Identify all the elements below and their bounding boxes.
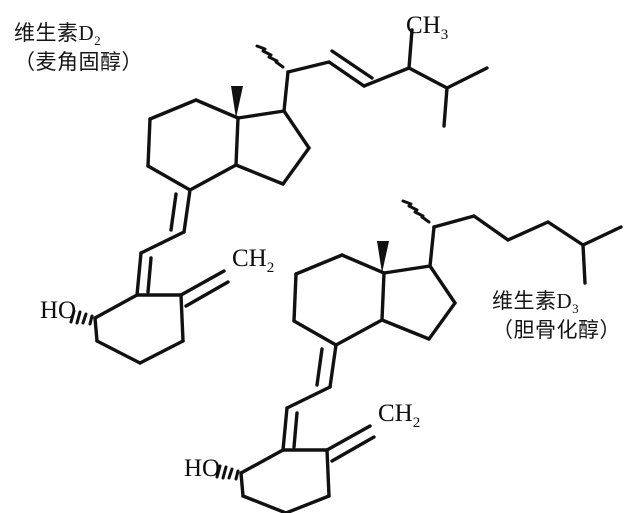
- d2-methyl-wedge: [231, 86, 243, 118]
- d3-c25-methyl-down: [581, 243, 587, 285]
- vitamin-d2-label: 维生素D2 （麦角固醇）: [14, 20, 143, 77]
- d2-methylene-bond: [179, 269, 226, 297]
- atom-ch2-d2-text: CH: [232, 245, 267, 272]
- d2-diene-bond-3b: [146, 256, 153, 294]
- d2-hydroxyl-hash-wedge: [69, 309, 94, 326]
- d3-diene-bond-3b: [292, 411, 299, 449]
- vitamin-d2-name: 维生素D: [14, 21, 95, 45]
- d3-methylene-bond: [325, 424, 372, 452]
- d2-c22-c23-double-b: [330, 49, 374, 80]
- d2-c24-c25: [407, 66, 449, 90]
- d2-diene-bond-1: [182, 188, 192, 234]
- vitamin-d3-name-line: 维生素D3: [492, 288, 621, 317]
- d3-diene-bond-1: [328, 343, 338, 389]
- atom-ch2-d3-subscript: 2: [412, 415, 421, 431]
- d2-d-ring: [234, 109, 311, 186]
- d2-c21-hash-wedge: [255, 44, 285, 69]
- d3-c25-methyl-up: [581, 225, 623, 247]
- atom-label-ch3-d2: CH3: [406, 12, 448, 44]
- d3-diene-bond-3: [281, 406, 289, 452]
- atom-label-ch2-d2: CH2: [232, 245, 274, 277]
- d2-diene-bond-2: [139, 230, 186, 255]
- vitamin-d2-subscript: 2: [94, 33, 101, 49]
- vitamin-d2-name-line: 维生素D2: [14, 20, 143, 49]
- d3-diene-bond-1b: [315, 347, 324, 387]
- d3-c20-c22: [432, 214, 476, 229]
- d3-c23-c24: [506, 220, 550, 242]
- d2-c-ring: [146, 98, 240, 192]
- d3-c-ring: [292, 253, 386, 347]
- atom-label-ho-d2: HO: [40, 297, 77, 324]
- d3-c22-c23: [472, 214, 510, 242]
- atom-ch3-subscript: 3: [440, 27, 449, 43]
- d2-diene-bond-3: [135, 251, 143, 297]
- vitamin-d3-common-name: （胆骨化醇）: [492, 318, 621, 343]
- d3-methyl-wedge: [377, 241, 389, 273]
- d2-c23-c24: [362, 66, 411, 88]
- d3-c24-c25: [546, 220, 585, 247]
- vitamin-d2-structure: [69, 28, 489, 365]
- d3-a-ring: [239, 448, 331, 513]
- d2-c25-methyl-up: [445, 66, 489, 90]
- d2-c22-c23-double: [327, 60, 366, 88]
- d3-c21-hash-wedge: [401, 199, 431, 224]
- d3-sidechain-c17-c20: [428, 225, 436, 268]
- d2-c25-methyl-down: [442, 86, 449, 128]
- d2-diene-bond-1b: [169, 192, 178, 232]
- d3-d-ring: [380, 264, 457, 341]
- vitamin-d3-name: 维生素D: [492, 289, 573, 313]
- d3-methylene-bond-b: [330, 435, 376, 463]
- d3-hydroxyl-hash-wedge: [215, 464, 240, 481]
- vitamin-d3-label: 维生素D3 （胆骨化醇）: [492, 288, 621, 345]
- atom-label-ho-d3: HO: [184, 455, 221, 482]
- atom-ch2-d2-subscript: 2: [266, 260, 275, 276]
- d2-sidechain-c17-c20: [282, 70, 290, 113]
- atom-ch3-text: CH: [406, 12, 441, 39]
- d3-diene-bond-2: [285, 385, 332, 410]
- d2-methylene-bond-b: [184, 280, 230, 308]
- vitamin-d2-common-name: （麦角固醇）: [14, 50, 143, 75]
- atom-label-ch2-d3: CH2: [378, 400, 420, 432]
- atom-ch2-d3-text: CH: [378, 400, 413, 427]
- d2-a-ring: [93, 293, 185, 365]
- d2-c20-c22: [286, 60, 331, 74]
- vitamin-d3-subscript: 3: [572, 301, 579, 317]
- d2-c24-methyl: [407, 28, 414, 70]
- vitamin-d3-structure: [215, 199, 623, 513]
